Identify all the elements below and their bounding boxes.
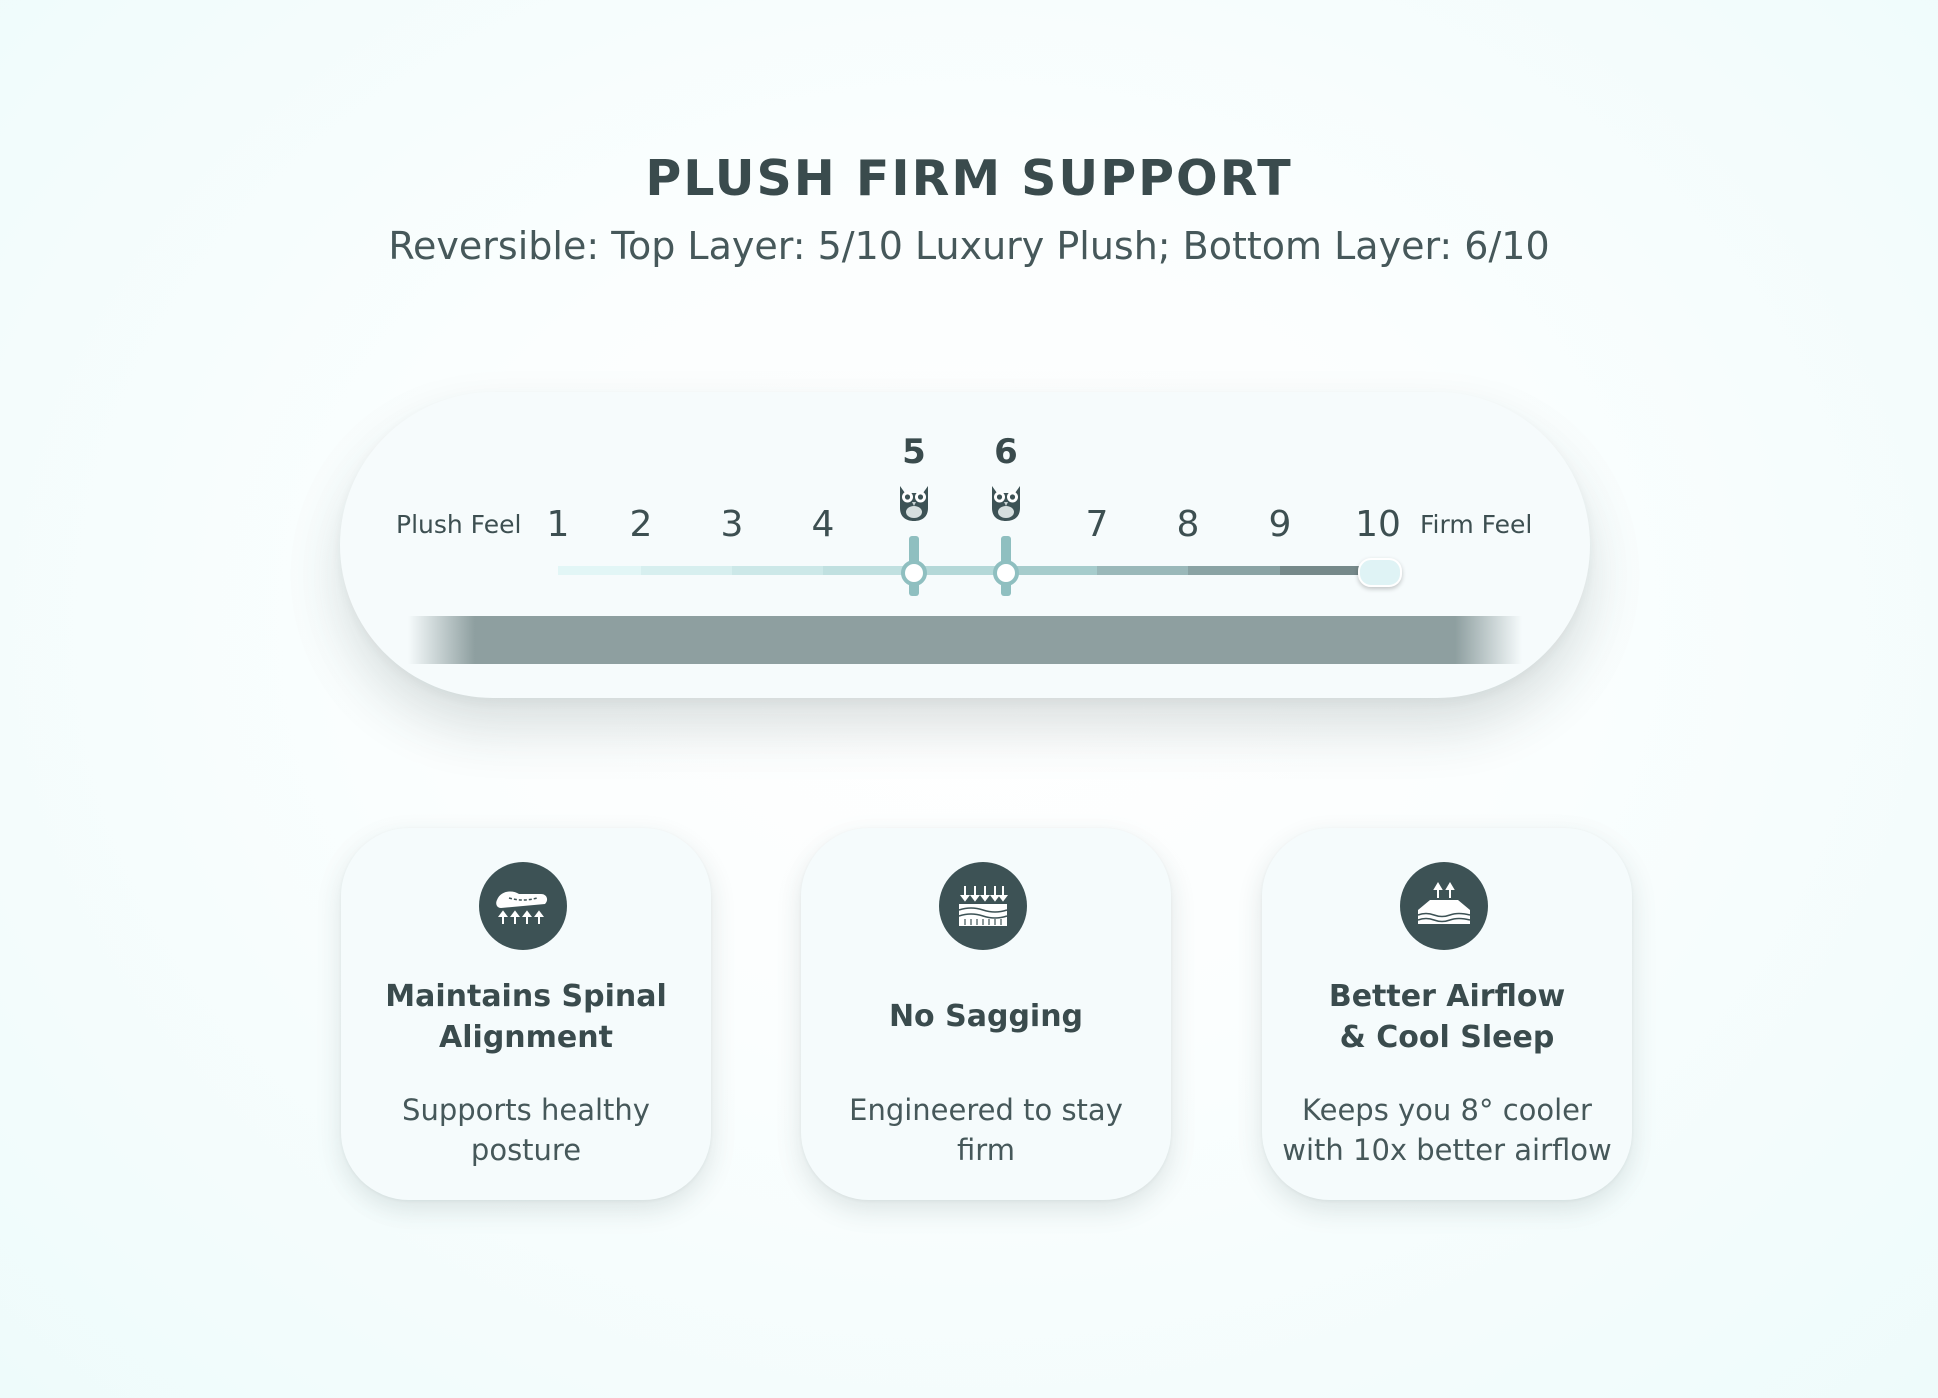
spine-alignment-icon	[479, 862, 567, 950]
feature-card-airflow: Better Airflow & Cool Sleep Keeps you 8°…	[1262, 828, 1632, 1200]
scale-number: 4	[811, 504, 835, 545]
feature-title: No Sagging	[888, 999, 1084, 1034]
feature-description: Keeps you 8° cooler with 10x better airf…	[1282, 1093, 1612, 1167]
feature-description: Engineered to stay firm	[849, 1093, 1123, 1167]
scale-number: 8	[1176, 504, 1200, 545]
firmness-track-segment	[1097, 566, 1188, 575]
firm-feel-label: Firm Feel	[1420, 510, 1533, 539]
marker-label: 6	[994, 432, 1018, 472]
feature-title: Maintains Spinal Alignment	[385, 979, 667, 1055]
firmness-track-segment	[1280, 566, 1378, 575]
scale-number: 7	[1085, 504, 1109, 545]
firmness-scale-card: Plush Feel Firm Feel 1 2 3 4 7 8 9 10 5 …	[340, 392, 1590, 698]
owl-icon	[992, 486, 1020, 521]
page-title: PLUSH FIRM SUPPORT	[645, 150, 1293, 207]
page-subtitle: Reversible: Top Layer: 5/10 Luxury Plush…	[388, 224, 1550, 268]
scale-number: 10	[1355, 504, 1401, 545]
firmness-track-segment	[1006, 566, 1097, 575]
firmness-track-segment	[1188, 566, 1280, 575]
firmness-track-segment	[823, 566, 914, 575]
feature-description: Supports healthy posture	[402, 1093, 650, 1167]
airflow-mattress-icon	[1400, 862, 1488, 950]
firmness-track-segment	[914, 566, 1006, 575]
pressure-layers-icon	[939, 862, 1027, 950]
firmness-slider-knob[interactable]	[1358, 558, 1402, 587]
feature-card-no-sagging: No Sagging Engineered to stay firm	[801, 828, 1171, 1200]
scale-number: 9	[1268, 504, 1292, 545]
owl-icon	[900, 486, 928, 521]
marker-ring	[993, 560, 1019, 586]
firmness-track-segment	[558, 566, 641, 575]
firmness-track-segment	[641, 566, 732, 575]
firmness-track-segment	[732, 566, 823, 575]
mattress-base-bar	[408, 616, 1522, 664]
marker-label: 5	[902, 432, 926, 472]
marker-ring	[901, 560, 927, 586]
feature-card-spinal-alignment: Maintains Spinal Alignment Supports heal…	[341, 828, 711, 1200]
bottom-layer-marker: 6	[971, 432, 1041, 602]
scale-number: 1	[546, 504, 570, 545]
scale-number: 3	[720, 504, 744, 545]
top-layer-marker: 5	[879, 432, 949, 602]
plush-feel-label: Plush Feel	[396, 510, 522, 539]
scale-number: 2	[629, 504, 653, 545]
feature-title: Better Airflow & Cool Sleep	[1328, 979, 1566, 1055]
